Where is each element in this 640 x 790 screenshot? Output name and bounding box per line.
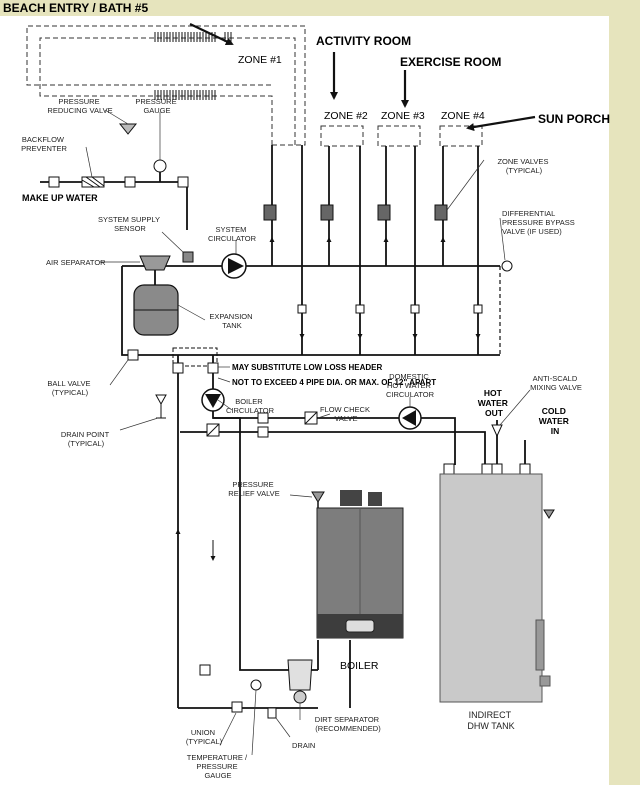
tank-relief-valve[interactable] (543, 509, 555, 519)
ball-valve-header-1[interactable] (172, 362, 184, 374)
boiler-flue (340, 490, 362, 506)
label-union: UNION (TYPICAL) (186, 728, 223, 746)
label-boiler-circulator: BOILER CIRCULATOR (226, 397, 275, 415)
bottom-fittings (199, 659, 313, 719)
pressure-reducing-valve[interactable] (118, 123, 138, 135)
label-indirect-tank: INDIRECT DHW TANK (467, 710, 514, 731)
boiler-relief-valve[interactable] (311, 491, 325, 503)
makeup-union-1 (48, 176, 60, 188)
system-supply-sensor (182, 251, 194, 263)
drain-valve[interactable] (267, 707, 277, 719)
label-differential-bypass: DIFFERENTIAL PRESSURE BYPASS VALVE (IF U… (502, 209, 577, 236)
label-pressure-gauge: PRESSURE GAUGE (135, 97, 178, 115)
dhw-unions (257, 412, 531, 475)
label-expansion-tank: EXPANSION TANK (209, 312, 254, 330)
makeup-union-2 (124, 176, 136, 188)
zone2-box (320, 125, 364, 147)
label-temperature-pressure: TEMPERATURE / PRESSURE GAUGE (187, 753, 249, 780)
zone-valve-2[interactable] (320, 204, 334, 221)
tank-sight-glass (535, 619, 545, 671)
zone3-box (377, 125, 421, 147)
zone1-radiant-element (154, 32, 232, 100)
drain-point[interactable] (155, 394, 167, 406)
zone-dashed-boxes (320, 125, 483, 147)
label-zone3: ZONE #3 (381, 110, 425, 122)
anti-scald-valve[interactable] (491, 424, 503, 438)
system-circulator-arrow (228, 258, 244, 274)
zone4-box (439, 125, 483, 147)
label-ball-valve: BALL VALVE (TYPICAL) (47, 379, 92, 397)
zone-valve-4[interactable] (434, 204, 448, 221)
tank-drain (539, 675, 551, 687)
label-zone2: ZONE #2 (324, 110, 368, 122)
left-fittings (127, 349, 219, 419)
label-flow-check-valve: FLOW CHECK VALVE (320, 405, 372, 423)
label-zone4: ZONE #4 (441, 110, 485, 122)
label-pressure-reducing-valve: PRESSURE REDUCING VALVE (47, 97, 112, 115)
side-band (609, 0, 640, 785)
top-band (0, 0, 640, 16)
return-fittings (297, 304, 483, 314)
label-zone1: ZONE #1 (238, 54, 282, 66)
label-dhw-circulator: DOMESTIC HOT WATER CIRCULATOR (386, 372, 435, 399)
main-piping (40, 145, 526, 709)
union-bottom-1 (199, 664, 211, 676)
leader-lines (85, 109, 531, 756)
label-backflow-preventer: BACKFLOW PREVENTER (21, 135, 67, 153)
boiler-unit[interactable] (316, 490, 404, 639)
label-make-up-water: MAKE UP WATER (22, 193, 98, 203)
label-zone-valves: ZONE VALVES (TYPICAL) (497, 157, 550, 175)
dirt-separator[interactable] (287, 659, 313, 691)
differential-bypass-valve[interactable] (501, 260, 513, 272)
label-system-circulator: SYSTEM CIRCULATOR (208, 225, 257, 243)
boiler-flue-2 (368, 492, 382, 506)
label-system-supply-sensor: SYSTEM SUPPLY SENSOR (98, 215, 162, 233)
zone1-dashed-loop (26, 25, 306, 146)
label-low-loss-header: MAY SUBSTITUTE LOW LOSS HEADER (232, 363, 382, 372)
union-bottom-2 (231, 701, 243, 713)
makeup-union-3 (177, 176, 189, 188)
label-drain: DRAIN (292, 741, 315, 750)
label-activity-room: ACTIVITY ROOM (316, 34, 411, 48)
arrow-beach-entry (189, 23, 234, 46)
flow-arrows (175, 237, 481, 561)
boiler-circulator-arrow (205, 394, 221, 408)
air-separator[interactable] (139, 255, 171, 271)
ball-valve-header-2[interactable] (207, 362, 219, 374)
zone-valve-1[interactable] (263, 204, 277, 221)
temperature-pressure-gauge (250, 679, 262, 691)
label-exercise-room: EXERCISE ROOM (400, 55, 501, 69)
label-drain-point: DRAIN POINT (TYPICAL) (61, 430, 111, 448)
label-beach-entry: BEACH ENTRY / BATH #5 (3, 1, 148, 15)
ball-valve-left[interactable] (127, 349, 139, 361)
arrow-sun-porch (466, 115, 536, 131)
pressure-gauge-dial (153, 159, 167, 173)
room-arrows (189, 23, 536, 131)
label-air-separator: AIR SEPARATOR (46, 258, 106, 267)
low-loss-header-box (172, 347, 218, 367)
label-pipe-spacing: NOT TO EXCEED 4 PIPE DIA. OR MAX. OF 12"… (232, 378, 436, 387)
label-anti-scald: ANTI-SCALD MIXING VALVE (530, 374, 582, 392)
zone-valve-3[interactable] (377, 204, 391, 221)
indirect-dhw-tank (439, 473, 543, 703)
zone-valves (263, 204, 448, 221)
boiler-display (345, 619, 375, 633)
label-pressure-relief: PRESSURE RELIEF VALVE (228, 480, 279, 498)
dhw-circulator-arrow (402, 410, 416, 426)
label-dirt-separator: DIRT SEPARATOR (RECOMMENDED) (315, 715, 381, 733)
label-boiler: BOILER (340, 660, 379, 672)
label-hot-water-out: HOT WATER OUT (478, 388, 510, 418)
makeup-water-components (48, 123, 189, 188)
label-sun-porch: SUN PORCH (538, 112, 610, 126)
label-cold-water-in: COLD WATER IN (539, 406, 571, 436)
